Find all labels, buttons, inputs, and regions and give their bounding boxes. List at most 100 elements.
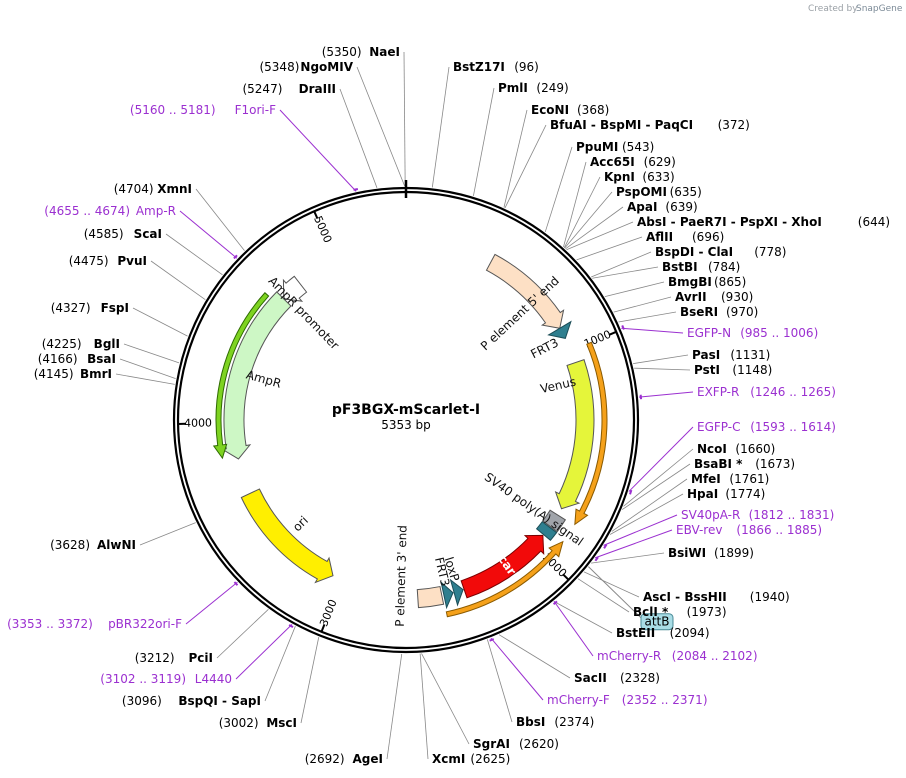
leader-line xyxy=(185,581,238,625)
feature-sv40-poly-a-signal[interactable] xyxy=(542,509,567,533)
enzyme-site[interactable]: BfuAI - BspMI - PaqCI(372) xyxy=(550,118,750,132)
leader-line xyxy=(634,367,691,371)
enzyme-position: (4475) xyxy=(69,254,109,268)
enzyme-site[interactable]: BstBI(784) xyxy=(662,260,740,274)
enzyme-site[interactable]: EcoNI(368) xyxy=(531,103,609,117)
enzyme-site[interactable]: PciI(3212) xyxy=(135,651,213,665)
enzyme-name: BsiWI xyxy=(668,546,706,560)
enzyme-site[interactable]: AflII(696) xyxy=(646,230,724,244)
enzyme-site[interactable]: BclI *(1973) xyxy=(633,605,727,619)
feature-segment[interactable] xyxy=(212,292,270,460)
feature-venus[interactable] xyxy=(554,359,595,510)
feature-frt3[interactable] xyxy=(440,580,454,610)
enzyme-site[interactable]: AvrII(930) xyxy=(675,290,753,304)
enzyme-site[interactable]: BsaBI *(1673) xyxy=(694,457,795,471)
enzyme-site[interactable]: DraIII(5247) xyxy=(242,82,336,96)
enzyme-name: BsaI xyxy=(87,352,116,366)
leader-line xyxy=(279,109,357,192)
enzyme-site[interactable]: MfeI(1761) xyxy=(691,472,769,486)
feature-segment[interactable] xyxy=(535,521,558,542)
enzyme-site[interactable]: ScaI(4585) xyxy=(84,227,162,241)
enzyme-site[interactable]: AgeI(2692) xyxy=(305,752,383,766)
feature-p-element-5-end[interactable] xyxy=(485,253,565,329)
enzyme-site[interactable]: PstI(1148) xyxy=(694,363,772,377)
tick-label: 5000 xyxy=(311,214,334,245)
enzyme-site[interactable]: HpaI(1774) xyxy=(687,487,765,501)
primer-site[interactable]: mCherry-F(2352 .. 2371) xyxy=(547,693,708,707)
primer-site-mark xyxy=(621,325,625,330)
feature-ampr-promoter[interactable] xyxy=(282,275,308,302)
leader-line xyxy=(611,478,688,532)
enzyme-site[interactable]: BstEII(2094) xyxy=(616,626,710,640)
primer-site[interactable]: mCherry-R(2084 .. 2102) xyxy=(597,649,758,663)
enzyme-site[interactable]: XmnI(4704) xyxy=(114,182,192,196)
enzyme-site[interactable]: BspDI - ClaI(778) xyxy=(655,245,786,259)
leader-line xyxy=(623,448,694,507)
enzyme-site[interactable]: BstZ17I(96) xyxy=(453,60,539,74)
feature-frt3[interactable] xyxy=(547,320,572,339)
enzyme-site[interactable]: BsiWI(1899) xyxy=(668,546,754,560)
enzyme-name: BstBI xyxy=(662,260,698,274)
primer-site[interactable]: SV40pA-R(1812 .. 1831) xyxy=(681,508,834,522)
leader-line xyxy=(132,307,188,337)
leader-line xyxy=(486,639,513,723)
enzyme-position: (696) xyxy=(692,230,724,244)
enzyme-site[interactable]: NcoI(1660) xyxy=(697,442,775,456)
feature-ori[interactable] xyxy=(240,488,334,584)
leader-line xyxy=(613,296,672,313)
attb-badge[interactable]: attB xyxy=(640,613,674,631)
enzyme-site[interactable]: SgrAI(2620) xyxy=(473,737,559,751)
enzyme-site[interactable]: ApaI(639) xyxy=(627,200,698,214)
enzyme-site[interactable]: BbsI(2374) xyxy=(516,715,594,729)
leader-line xyxy=(165,233,223,276)
leader-line xyxy=(621,327,684,334)
enzyme-site[interactable]: NaeI(5350) xyxy=(322,45,400,59)
primer-site[interactable]: EBV-rev(1866 .. 1885) xyxy=(676,523,822,537)
enzyme-site[interactable]: XcmI(2625) xyxy=(432,752,510,766)
feature-p-element-3-end[interactable] xyxy=(416,585,445,609)
primer-site[interactable]: EGFP-N(985 .. 1006) xyxy=(687,326,818,340)
enzyme-site[interactable]: PspOMI(635) xyxy=(616,185,702,199)
enzyme-site[interactable]: PpuMI(543) xyxy=(576,140,654,154)
feature-mscarlet-i[interactable] xyxy=(460,534,545,599)
leader-line xyxy=(421,653,470,745)
primer-name: L4440 xyxy=(195,672,232,686)
primer-site[interactable]: F1ori-F(5160 .. 5181) xyxy=(130,103,276,117)
enzyme-site[interactable]: KpnI(633) xyxy=(604,170,675,184)
primer-site[interactable]: pBR322ori-F(3353 .. 3372) xyxy=(7,617,182,631)
enzyme-site[interactable]: FspI(4327) xyxy=(51,301,129,315)
enzyme-site[interactable]: NgoMIV(5348) xyxy=(259,60,353,74)
primer-site[interactable]: L4440(3102 .. 3119) xyxy=(100,672,232,686)
enzyme-site[interactable]: PmlI(249) xyxy=(498,81,569,95)
leader-line xyxy=(638,391,694,398)
primer-site[interactable]: EXFP-R(1246 .. 1265) xyxy=(697,385,836,399)
enzyme-site[interactable]: BmrI(4145) xyxy=(34,367,112,381)
enzyme-site[interactable]: SacII(2328) xyxy=(574,671,660,685)
enzyme-site[interactable]: BseRI(970) xyxy=(680,305,758,319)
enzyme-site[interactable]: BspQI - SapI(3096) xyxy=(122,694,261,708)
feature-mcherry[interactable] xyxy=(445,540,564,618)
primer-site[interactable]: EGFP-C(1593 .. 1614) xyxy=(697,420,836,434)
enzyme-site[interactable]: AbsI - PaeR7I - PspXI - XhoI(644) xyxy=(637,215,890,229)
primer-site-mark xyxy=(489,638,495,642)
enzyme-site[interactable]: MscI(3002) xyxy=(219,716,297,730)
enzyme-site[interactable]: PasI(1131) xyxy=(692,348,770,362)
enzyme-site[interactable]: BmgBI(865) xyxy=(668,275,746,289)
enzyme-site[interactable]: AscI - BssHII(1940) xyxy=(643,590,790,604)
leader-line xyxy=(594,529,673,559)
enzyme-site[interactable]: Acc65I(629) xyxy=(590,155,676,169)
feature-loxp[interactable] xyxy=(449,578,464,607)
feature-egfp[interactable] xyxy=(574,341,608,526)
enzyme-site[interactable]: AlwNI(3628) xyxy=(50,538,136,552)
enzyme-site[interactable]: PvuI(4475) xyxy=(69,254,147,268)
primer-site[interactable]: Amp-R(4655 .. 4674) xyxy=(44,204,176,218)
enzyme-position: (930) xyxy=(721,290,753,304)
feature-ampr[interactable] xyxy=(220,291,292,460)
enzyme-name: SgrAI xyxy=(473,737,510,751)
enzyme-name: NaeI xyxy=(369,45,400,59)
enzyme-position: (3096) xyxy=(122,694,162,708)
enzyme-site[interactable]: BglI(4225) xyxy=(42,337,120,351)
primer-range: (1593 .. 1614) xyxy=(750,420,836,434)
enzyme-site[interactable]: BsaI(4166) xyxy=(38,352,116,366)
leader-line xyxy=(431,66,450,188)
